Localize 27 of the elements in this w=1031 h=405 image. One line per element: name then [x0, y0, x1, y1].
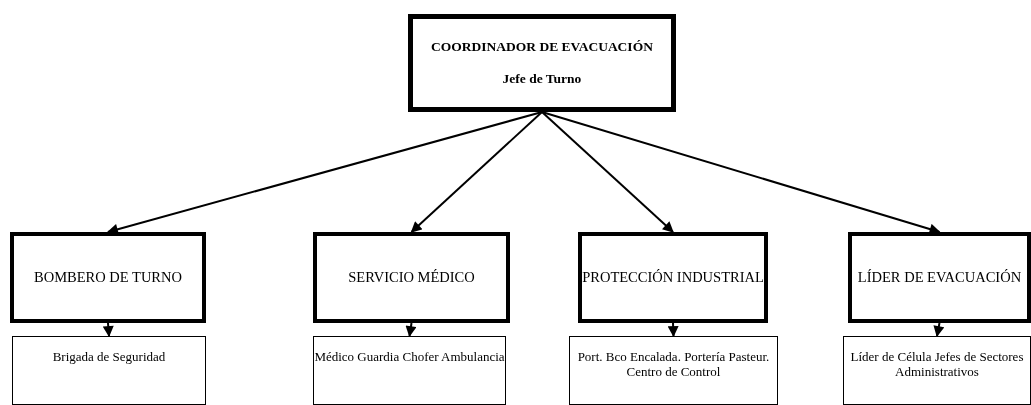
team-box [12, 336, 206, 405]
box-title: Líder de Célula Jefes de Sectores Administrativos [849, 349, 1025, 379]
box-title: BOMBERO DE TURNO [34, 269, 182, 286]
box-title: COORDINADOR DE EVACUACIÓN [431, 39, 653, 55]
arrow [102, 322, 114, 338]
team-box [313, 336, 506, 405]
box-title: SERVICIO MÉDICO [348, 269, 475, 286]
role-box [10, 232, 206, 323]
arrow [410, 111, 543, 233]
coordinator-box [408, 14, 676, 112]
box-title: Brigada de Seguridad [52, 349, 166, 364]
team-box [843, 336, 1031, 405]
role-box [578, 232, 768, 323]
box-title: Port. Bco Encalada. Portería Pasteur. Centro de Control [576, 349, 771, 379]
arrow [405, 322, 417, 338]
box-title: LÍDER DE EVACUACIÓN [857, 269, 1022, 286]
box-subtitle: Jefe de Turno [502, 71, 582, 87]
arrow [933, 322, 945, 338]
arrow [541, 111, 674, 233]
arrow [541, 111, 941, 235]
role-box [848, 232, 1031, 323]
box-title: PROTECCIÓN INDUSTRIAL [582, 269, 764, 286]
arrow [106, 111, 543, 235]
role-box [313, 232, 510, 323]
arrow [667, 322, 679, 338]
box-title: Médico Guardia Chofer Ambulancia [314, 349, 505, 364]
team-box [569, 336, 778, 405]
